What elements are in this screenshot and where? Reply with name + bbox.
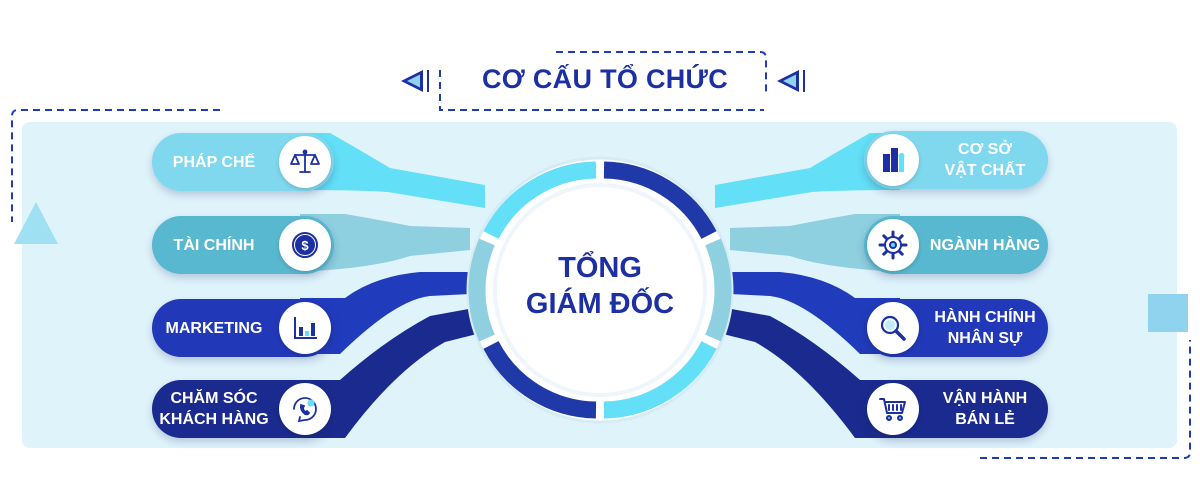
center-title-line2: GIÁM ĐỐC	[525, 288, 675, 320]
dept-label: NGÀNH HÀNG	[929, 236, 1041, 254]
dollar-coin-icon: $	[279, 219, 331, 271]
bar-chart-icon	[279, 302, 331, 354]
triangle-decoration	[14, 202, 58, 244]
building-icon	[867, 134, 919, 186]
dashed-frame	[11, 51, 1191, 459]
right-connectors	[715, 133, 900, 438]
dept-label: PHÁP CHẾ	[172, 153, 256, 171]
gear-icon	[867, 219, 919, 271]
right-arrow-icon	[777, 70, 805, 92]
square-decoration	[1148, 294, 1188, 332]
dept-phap-che: PHÁP CHẾ	[152, 133, 334, 191]
dept-label: TÀI CHÍNH	[173, 236, 255, 254]
customer-support-icon	[279, 383, 331, 435]
svg-text:$: $	[301, 238, 309, 253]
magnifier-icon	[867, 302, 919, 354]
dept-cham-soc-khach-hang: CHĂM SÓC KHÁCH HÀNG	[152, 380, 334, 438]
dept-tai-chinh: TÀI CHÍNH $	[152, 216, 334, 274]
dept-marketing: MARKETING	[152, 299, 334, 357]
dept-nganh-hang: NGÀNH HÀNG	[864, 216, 1048, 274]
shopping-cart-icon	[867, 383, 919, 435]
dept-hanh-chinh-nhan-su: HÀNH CHÍNH NHÂN SỰ	[864, 299, 1048, 357]
center-ring	[466, 156, 734, 424]
center-title-line1: TỔNG	[558, 252, 642, 284]
dept-label: VẬN HÀNH BÁN LẺ	[942, 390, 1028, 428]
dept-label: CƠ SỞ VẬT CHẤT	[944, 141, 1026, 179]
scales-icon	[279, 136, 331, 188]
dept-label: CHĂM SÓC KHÁCH HÀNG	[159, 390, 269, 428]
page-title: CƠ CẤU TỔ CHỨC	[481, 64, 729, 94]
left-arrow-icon	[401, 70, 429, 92]
center-title: TỔNG GIÁM ĐỐC	[500, 250, 700, 322]
dept-label: HÀNH CHÍNH NHÂN SỰ	[934, 309, 1036, 347]
left-connectors	[300, 133, 485, 438]
dept-label: MARKETING	[165, 319, 263, 337]
dept-co-so-vat-chat: CƠ SỞ VẬT CHẤT	[864, 131, 1048, 189]
dept-van-hanh-ban-le: VẬN HÀNH BÁN LẺ	[864, 380, 1048, 438]
